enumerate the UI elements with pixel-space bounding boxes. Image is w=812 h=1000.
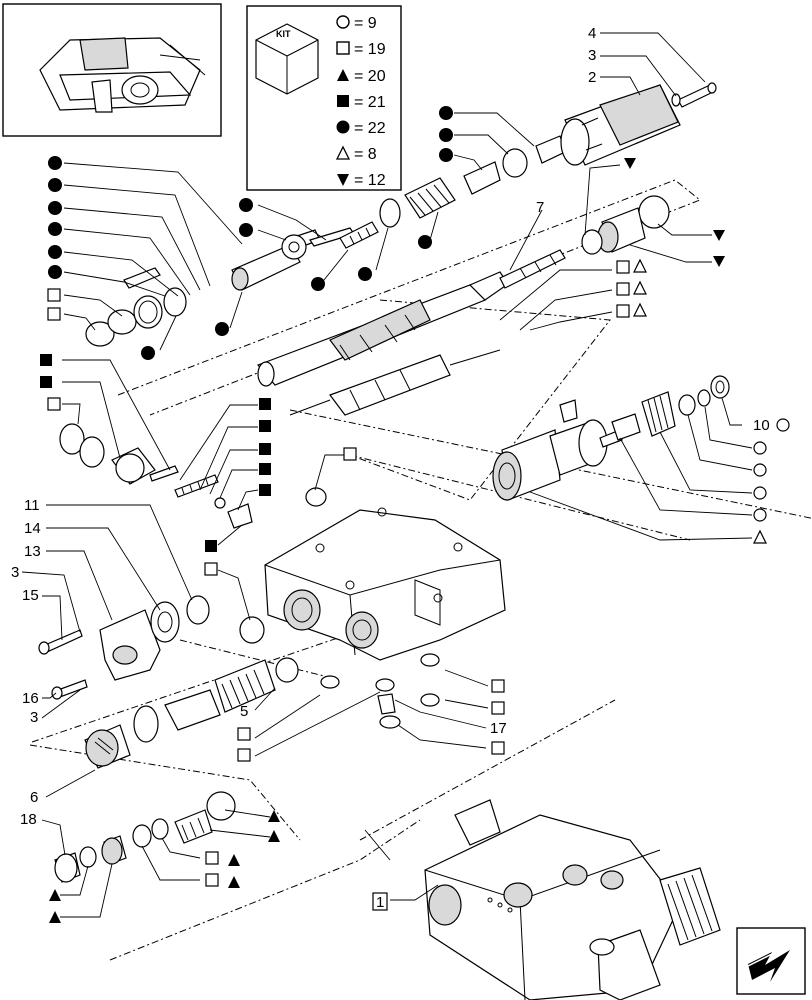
kit-legend: KIT = 9 = 19 = 20 = 21 = 22 = 8 = 12 — [246, 5, 402, 191]
valve-body — [264, 507, 506, 661]
callout-17: 17 — [490, 720, 507, 737]
mid-left-parts — [59, 423, 327, 529]
kit-entry-open-square: = 19 — [336, 41, 386, 58]
callout-3: 3 — [30, 709, 38, 726]
callout-13: 13 — [24, 543, 41, 560]
kit-entry-text: = 12 — [354, 172, 386, 189]
kit-entry-filled-down-triangle: = 12 — [337, 172, 386, 189]
kit-entry-text: = 9 — [354, 15, 377, 32]
kit-entry-open-triangle: = 8 — [335, 145, 377, 163]
callout-14: 14 — [24, 520, 41, 537]
right-lower-parts — [492, 375, 730, 501]
callout-2: 2 — [588, 69, 596, 86]
bottom-left-parts — [54, 791, 236, 883]
callout-3: 3 — [11, 564, 19, 581]
upper-spool-assembly — [256, 249, 566, 416]
kit-entry-filled-square: = 21 — [337, 94, 386, 111]
callout-15: 15 — [22, 587, 39, 604]
callout-18: 18 — [20, 811, 37, 828]
kit-entry-text: = 8 — [354, 146, 377, 163]
callout-10: 10 — [753, 417, 770, 434]
kit-symbol-markers — [40, 106, 790, 923]
callout-5: 5 — [240, 703, 248, 720]
callout-7: 7 — [536, 199, 544, 216]
left-upper-parts — [85, 135, 670, 347]
kit-entry-text: = 22 — [354, 120, 386, 137]
kit-label: KIT — [276, 29, 291, 39]
callout-labels: 4 3 2 7 10 11 14 13 3 15 16 3 5 17 6 18 … — [11, 25, 770, 911]
kit-entry-text: = 20 — [354, 68, 386, 85]
callout-16: 16 — [22, 690, 39, 707]
callout-1-box — [372, 892, 388, 911]
kit-box-icon: KIT — [255, 23, 319, 95]
kit-entry-filled-circle: = 22 — [336, 120, 386, 137]
kit-entry-open-circle: = 9 — [336, 15, 377, 32]
arrow-back-icon[interactable] — [736, 927, 806, 995]
callout-11: 11 — [24, 497, 40, 514]
kit-entry-text: = 19 — [354, 41, 386, 58]
callout-4: 4 — [588, 25, 596, 42]
solenoid-assembly — [560, 82, 717, 166]
kit-entry-text: = 21 — [354, 94, 386, 111]
thumbnail-inset — [2, 3, 222, 137]
callout-6: 6 — [30, 789, 38, 806]
lower-left-parts — [38, 595, 440, 769]
assembled-valve — [109, 699, 721, 1000]
callout-3: 3 — [588, 47, 596, 64]
leader-lines — [21, 32, 753, 918]
kit-entry-filled-triangle: = 20 — [337, 68, 386, 85]
callout-1: 1 — [376, 894, 384, 911]
